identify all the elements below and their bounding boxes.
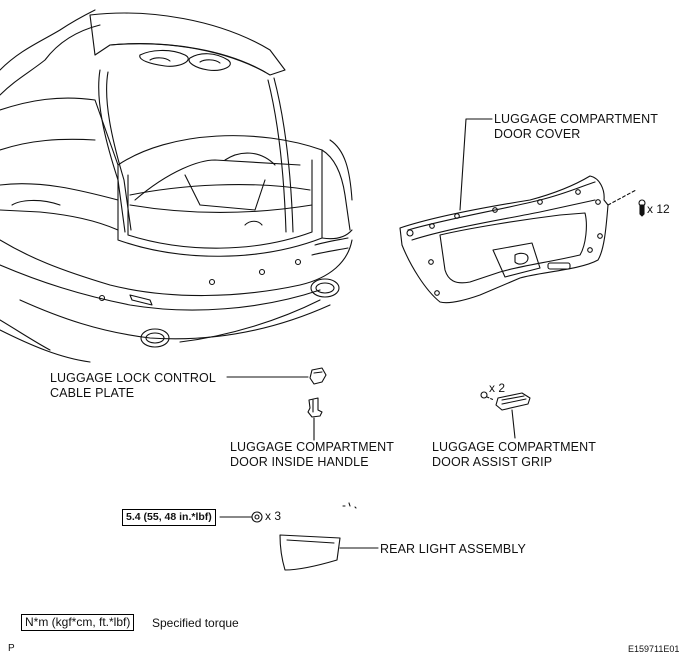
door-cover-label-line1: LUGGAGE COMPARTMENT <box>494 112 658 126</box>
clip-icon <box>638 199 646 217</box>
lock-plate-label-line1: LUGGAGE LOCK CONTROL <box>50 371 216 385</box>
assist-grip-label: LUGGAGE COMPARTMENT DOOR ASSIST GRIP <box>432 440 596 470</box>
nut-quantity: x 3 <box>265 509 282 523</box>
legend-torque-box: N*m (kgf*cm, ft.*lbf) <box>21 614 135 631</box>
door-cover-label: LUGGAGE COMPARTMENT DOOR COVER <box>494 112 658 142</box>
torque-spec-box: 5.4 (55, 48 in.*lbf) <box>122 509 216 526</box>
door-cover-illustration <box>399 118 637 304</box>
inside-handle-illustration <box>307 397 323 441</box>
footer-left-mark: P <box>8 643 15 654</box>
nut-icon <box>219 511 263 523</box>
door-cover-label-line2: DOOR COVER <box>494 127 581 141</box>
rear-light-illustration <box>279 534 379 571</box>
lock-plate-label: LUGGAGE LOCK CONTROL CABLE PLATE <box>50 371 216 401</box>
inside-handle-label-line2: DOOR INSIDE HANDLE <box>230 455 369 469</box>
figure-code: E159711E01 <box>628 644 680 654</box>
screw-quantity: x 2 <box>489 381 506 395</box>
lock-plate-label-line2: CABLE PLATE <box>50 386 135 400</box>
assist-grip-label-line2: DOOR ASSIST GRIP <box>432 455 553 469</box>
inside-handle-label-line1: LUGGAGE COMPARTMENT <box>230 440 394 454</box>
clip-quantity: x 12 <box>647 202 670 216</box>
assist-grip-label-line1: LUGGAGE COMPARTMENT <box>432 440 596 454</box>
assist-grip-illustration <box>480 391 531 439</box>
rear-light-label: REAR LIGHT ASSEMBLY <box>380 542 526 556</box>
vehicle-rear-illustration <box>0 9 353 363</box>
inside-handle-label: LUGGAGE COMPARTMENT DOOR INSIDE HANDLE <box>230 440 394 470</box>
small-marks <box>342 502 357 509</box>
legend-text: Specified torque <box>152 616 239 630</box>
lock-cable-plate-illustration <box>226 367 327 385</box>
